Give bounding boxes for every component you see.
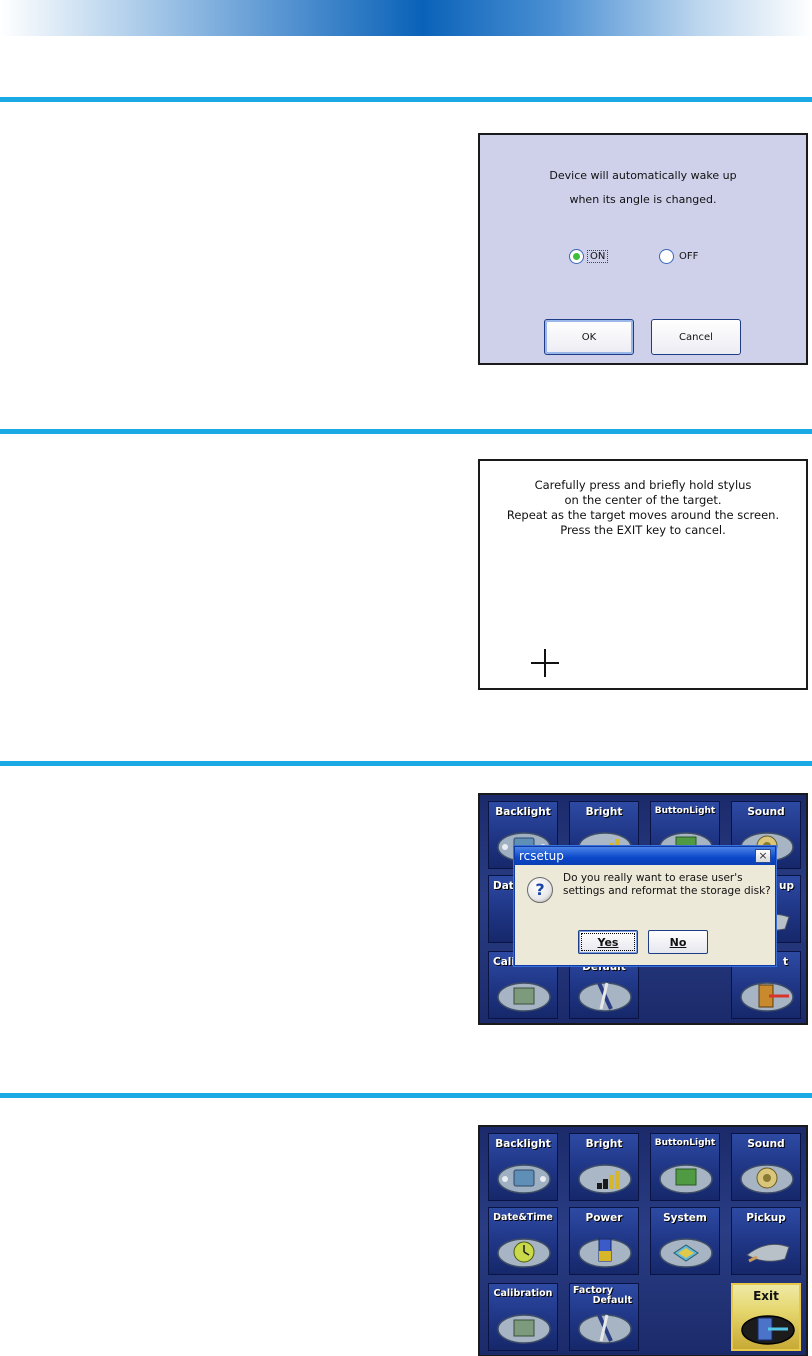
wake-message-line-1: Device will automatically wake up	[549, 169, 737, 182]
section-rule-3	[0, 761, 812, 766]
yes-button[interactable]: Yes	[578, 930, 638, 954]
tile-label: Bright	[585, 806, 623, 818]
calibration-line-3: Repeat as the target moves around the sc…	[506, 508, 780, 522]
tile-label: Power	[585, 1212, 623, 1224]
erase-confirm-dialog: rcsetup × ? Do you really want to erase …	[514, 846, 776, 966]
remote-device-icon	[497, 1164, 551, 1194]
header-gradient-band	[0, 0, 812, 36]
section-rule-4	[0, 1093, 812, 1098]
tile-label: Backlight	[495, 806, 551, 818]
battery-icon	[578, 1238, 632, 1268]
tile-label: Sound	[747, 806, 785, 818]
section-rule-1	[0, 97, 812, 102]
wake-message-line-2: when its angle is changed.	[569, 193, 717, 206]
clock-icon	[497, 1238, 551, 1268]
tile-bright[interactable]: Bright	[569, 1133, 639, 1201]
ok-button[interactable]: OK	[544, 319, 634, 355]
close-icon[interactable]: ×	[755, 849, 771, 863]
rcsetup-menu-screen: Backlight Bright ButtonLight Sound Date&…	[478, 1125, 808, 1356]
tile-label: Bright	[585, 1138, 623, 1150]
tile-label: up	[779, 880, 794, 892]
dialog-message: Do you really want to erase user's setti…	[563, 872, 771, 897]
tile-label: ButtonLight	[654, 1138, 716, 1148]
no-button[interactable]: No	[648, 930, 708, 954]
calibration-line-2: on the center of the target.	[564, 493, 722, 507]
calibration-icon	[497, 982, 551, 1012]
speaker-icon	[740, 1164, 794, 1194]
section-rule-2	[0, 429, 812, 434]
tile-datetime[interactable]: Date&Time	[488, 1207, 558, 1275]
calibration-icon	[497, 1314, 551, 1344]
tile-label: Sound	[747, 1138, 785, 1150]
cancel-button[interactable]: Cancel	[651, 319, 741, 355]
tile-label: Pickup	[746, 1212, 786, 1224]
radio-off-option[interactable]: OFF	[659, 249, 700, 264]
rcsetup-confirm-screen: Backlight Bright ButtonLight Sound Dat	[478, 793, 808, 1025]
tile-label: ButtonLight	[654, 806, 716, 816]
tile-label: t	[782, 956, 788, 968]
tile-sound[interactable]: Sound	[731, 1133, 801, 1201]
button-light-icon	[659, 1164, 713, 1194]
system-icon	[659, 1238, 713, 1268]
tile-label: Backlight	[495, 1138, 551, 1150]
calibration-screen[interactable]: Carefully press and briefly hold stylus …	[478, 459, 808, 690]
tile-pickup[interactable]: Pickup	[731, 1207, 801, 1275]
radio-on-option[interactable]: ON	[569, 249, 609, 264]
radio-on-button[interactable]	[569, 249, 584, 264]
dialog-title: rcsetup	[515, 847, 775, 865]
tile-exit-selected[interactable]: Exit	[731, 1283, 801, 1351]
calibration-line-1: Carefully press and briefly hold stylus	[534, 478, 752, 492]
tile-label: Date&Time	[493, 1212, 553, 1223]
tile-backlight[interactable]: Backlight	[488, 1133, 558, 1201]
tile-label: Calibration	[493, 1288, 553, 1299]
brightness-icon	[578, 1164, 632, 1194]
tile-factory-default[interactable]: Factory Default	[569, 1283, 639, 1351]
tile-label: Exit	[753, 1289, 779, 1303]
tile-buttonlight[interactable]: ButtonLight	[650, 1133, 720, 1201]
pickup-icon	[746, 1243, 790, 1263]
tile-label-line-2: Default	[592, 1295, 632, 1306]
radio-off-button[interactable]	[659, 249, 674, 264]
tile-label: Cali	[493, 956, 515, 968]
exit-door-icon	[741, 1315, 795, 1345]
calibration-target-crosshair-icon[interactable]	[531, 649, 559, 677]
wake-up-dialog: Device will automatically wake up when i…	[478, 133, 808, 365]
exit-door-icon	[740, 982, 794, 1012]
factory-reset-icon	[578, 1314, 632, 1344]
tile-label-line-1: Factory	[573, 1285, 613, 1296]
calibration-line-4: Press the EXIT key to cancel.	[560, 523, 726, 537]
radio-off-label: OFF	[679, 251, 699, 262]
radio-on-label: ON	[587, 250, 609, 263]
tile-power[interactable]: Power	[569, 1207, 639, 1275]
tile-label: System	[663, 1212, 707, 1224]
tile-label: Dat	[493, 880, 514, 892]
question-icon: ?	[527, 877, 553, 903]
tile-calibration[interactable]: Calibration	[488, 1283, 558, 1351]
factory-reset-icon	[578, 982, 632, 1012]
tile-system[interactable]: System	[650, 1207, 720, 1275]
